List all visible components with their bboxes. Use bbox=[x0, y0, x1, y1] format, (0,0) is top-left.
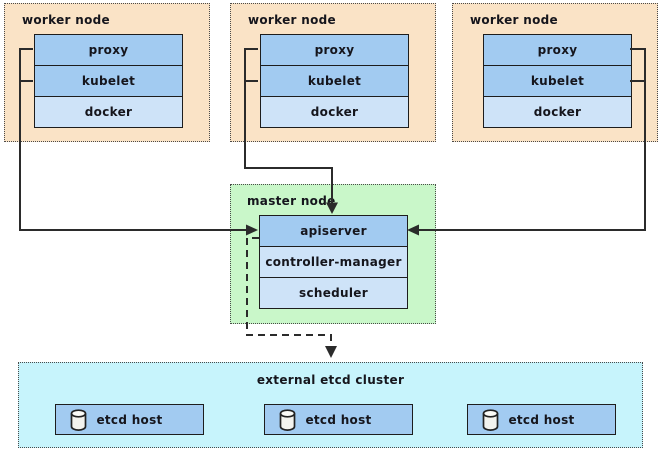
worker-node-2-title: worker node bbox=[248, 13, 336, 27]
component-proxy: proxy bbox=[34, 34, 183, 66]
component-docker: docker bbox=[260, 96, 409, 128]
database-icon bbox=[482, 409, 499, 431]
component-apiserver: apiserver bbox=[259, 215, 408, 247]
database-icon bbox=[70, 409, 87, 431]
etcd-host-1: etcd host bbox=[55, 404, 204, 435]
component-controller-manager: controller-manager bbox=[259, 246, 408, 278]
etcd-host-3-label: etcd host bbox=[508, 412, 575, 427]
master-node-title: master node bbox=[247, 194, 336, 208]
component-proxy: proxy bbox=[260, 34, 409, 66]
worker-node-1-components: proxy kubelet docker bbox=[34, 34, 183, 128]
master-node: master node apiserver controller-manager… bbox=[230, 184, 436, 324]
etcd-host-3: etcd host bbox=[467, 404, 616, 435]
database-icon bbox=[279, 409, 296, 431]
worker-node-3: worker node proxy kubelet docker bbox=[452, 3, 658, 142]
worker-node-1: worker node proxy kubelet docker bbox=[4, 3, 210, 142]
component-kubelet: kubelet bbox=[483, 65, 632, 97]
worker-node-2-components: proxy kubelet docker bbox=[260, 34, 409, 128]
etcd-cluster-title: external etcd cluster bbox=[256, 373, 405, 387]
worker-node-3-components: proxy kubelet docker bbox=[483, 34, 632, 128]
master-node-components: apiserver controller-manager scheduler bbox=[259, 215, 408, 309]
worker-node-2: worker node proxy kubelet docker bbox=[230, 3, 436, 142]
component-docker: docker bbox=[34, 96, 183, 128]
etcd-host-2-label: etcd host bbox=[305, 412, 372, 427]
etcd-host-1-label: etcd host bbox=[96, 412, 163, 427]
worker-node-3-title: worker node bbox=[470, 13, 558, 27]
etcd-cluster: external etcd cluster etcd host etcd hos… bbox=[18, 362, 643, 448]
arrowhead-into-etcd-cluster bbox=[325, 346, 337, 358]
worker-node-1-title: worker node bbox=[22, 13, 110, 27]
component-proxy: proxy bbox=[483, 34, 632, 66]
component-kubelet: kubelet bbox=[260, 65, 409, 97]
component-docker: docker bbox=[483, 96, 632, 128]
etcd-host-2: etcd host bbox=[264, 404, 413, 435]
component-kubelet: kubelet bbox=[34, 65, 183, 97]
component-scheduler: scheduler bbox=[259, 277, 408, 309]
